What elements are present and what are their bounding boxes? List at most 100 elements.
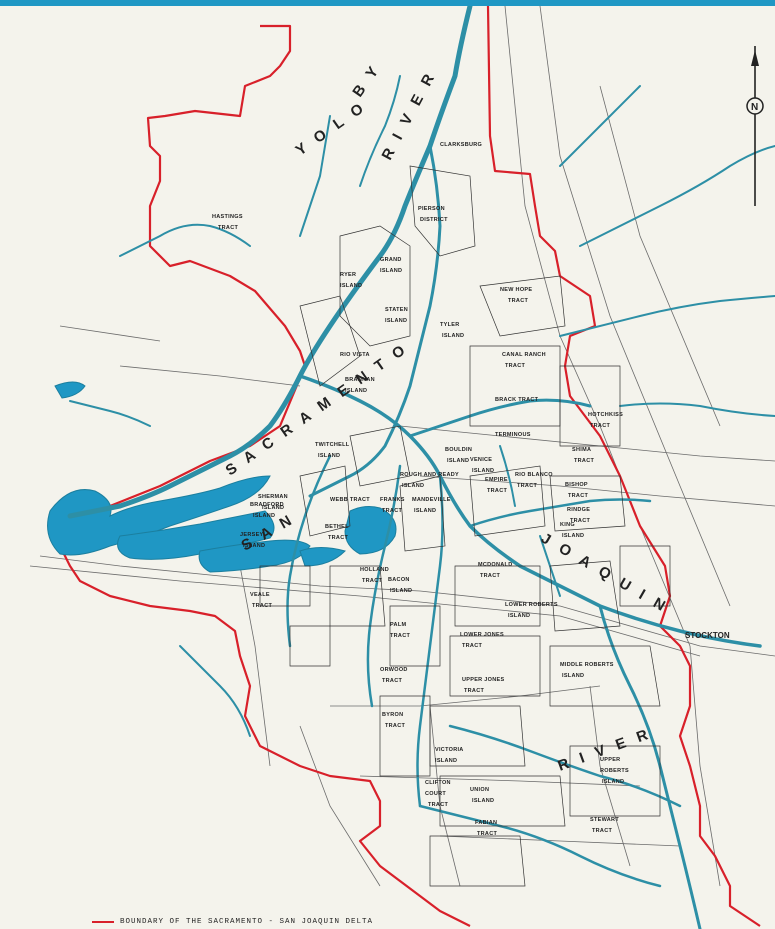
tract-label-11: ISLAND [385, 318, 407, 324]
tract-label-85: ISLAND [402, 483, 424, 489]
river-network [67, 6, 775, 929]
tract-label-68: VENICE [470, 457, 492, 463]
tract-label-14: BRANNAN [345, 377, 375, 383]
delta-map: Y O L O B Y R I V E R S A C R A M E N T … [0, 6, 775, 929]
tract-label-17: ISLAND [318, 453, 340, 459]
tract-label-58: TRACT [574, 458, 594, 464]
tract-label-60: TRACT [590, 423, 610, 429]
tract-label-88: TRACT [428, 802, 448, 808]
tract-outlines [259, 165, 671, 887]
tract-label-77: ISLAND [562, 533, 584, 539]
tract-label-28: ISLAND [390, 588, 412, 594]
delta-boundary [58, 6, 761, 927]
tract-label-32: TRACT [382, 678, 402, 684]
tract-label-24: TRACT [328, 535, 348, 541]
tract-label-62: TRACT [480, 573, 500, 579]
tract-label-66: BOULDIN [445, 447, 472, 453]
tract-label-70: FABIAN [475, 820, 497, 826]
tract-label-61: MCDONALD [478, 562, 512, 568]
tract-label-31: ORWOOD [380, 667, 408, 673]
tract-label-8: NEW HOPE [500, 287, 532, 293]
tract-label-75: TRACT [517, 483, 537, 489]
tract-label-55: TRACT [487, 488, 507, 494]
tract-label-63: CANAL RANCH [502, 352, 546, 358]
tract-label-25: HOLLAND [360, 567, 389, 573]
tract-label-42: ISLAND [472, 798, 494, 804]
tract-label-0: HASTINGS [212, 214, 243, 220]
tract-label-37: VICTORIA [435, 747, 464, 753]
tract-label-59: HOTCHKISS [588, 412, 623, 418]
tract-label-44: ROBERTS [600, 768, 629, 774]
tract-label-19: ISLAND [262, 505, 284, 511]
tract-label-10: STATEN [385, 307, 408, 313]
tract-label-7: DISTRICT [420, 217, 448, 223]
map-legend: BOUNDARY OF THE SACRAMENTO - SAN JOAQUIN… [92, 918, 373, 926]
tract-label-91: CLARKSBURG [440, 142, 482, 148]
tract-label-76: KING [560, 522, 575, 528]
tract-label-12: TYLER [440, 322, 460, 328]
tract-label-73: TRACT [592, 828, 612, 834]
tract-label-53: ISLAND [414, 508, 436, 514]
tract-label-51: TRACT [568, 493, 588, 499]
tract-label-84: ROUGH AND READY [400, 472, 459, 478]
tract-label-1: TRACT [218, 225, 238, 231]
tract-label-35: UPPER JONES [462, 677, 504, 683]
land-background [0, 6, 775, 929]
tract-label-22: TRACT [382, 508, 402, 514]
tract-label-13: ISLAND [442, 333, 464, 339]
tract-label-18: SHERMAN [258, 494, 288, 500]
city-stockton: STOCKTON [685, 631, 730, 640]
tract-label-83: ISLAND [253, 513, 275, 519]
tract-label-21: FRANKS [380, 497, 405, 503]
tract-label-79: ISLAND [243, 543, 265, 549]
tract-label-65: BRACK TRACT [495, 397, 539, 403]
tract-label-41: UNION [470, 787, 489, 793]
tract-label-74: RIO BLANCO [515, 472, 553, 478]
tract-label-50: BISHOP [565, 482, 588, 488]
tract-label-72: STEWART [590, 817, 619, 823]
tract-label-57: SHIMA [572, 447, 591, 453]
tract-label-3: ISLAND [340, 283, 362, 289]
boundary-legend-line [92, 921, 114, 923]
tract-label-45: ISLAND [602, 779, 624, 785]
tract-label-90: ISLAND [562, 673, 584, 679]
tract-label-6: PIERSON [418, 206, 445, 212]
tract-label-67: ISLAND [447, 458, 469, 464]
tract-label-82: BRADFORD [250, 502, 284, 508]
tract-label-15: ISLAND [345, 388, 367, 394]
tract-label-69: ISLAND [472, 468, 494, 474]
tract-label-4: GRAND [380, 257, 402, 263]
tract-label-78: JERSEY [240, 532, 264, 538]
tract-label-29: PALM [390, 622, 406, 628]
tract-label-87: COURT [425, 791, 446, 797]
water-bodies [47, 381, 397, 573]
tract-label-23: BETHEL [325, 524, 349, 530]
tract-label-46: LOWER ROBERTS [505, 602, 558, 608]
tract-label-71: TRACT [477, 831, 497, 837]
tract-label-92: RIO VISTA [340, 352, 370, 358]
tract-label-52: MANDEVILLE [412, 497, 451, 503]
tract-label-86: CLIFTON [425, 780, 451, 786]
tract-label-34: TRACT [462, 643, 482, 649]
tract-label-30: TRACT [390, 633, 410, 639]
tract-label-16: TWITCHELL [315, 442, 350, 448]
tract-label-80: VEALE [250, 592, 270, 598]
tract-labels: HASTINGSTRACTRYERISLANDGRANDISLANDPIERSO… [212, 142, 629, 837]
tract-label-9: TRACT [508, 298, 528, 304]
tract-label-33: LOWER JONES [460, 632, 504, 638]
tract-label-27: BACON [388, 577, 410, 583]
tract-label-43: UPPER [600, 757, 620, 763]
north-arrow-icon: N [746, 46, 764, 206]
tract-label-26: TRACT [362, 578, 382, 584]
north-arrow-letter: N [751, 102, 758, 113]
tract-label-5: ISLAND [380, 268, 402, 274]
tract-label-36: TRACT [464, 688, 484, 694]
tract-label-54: EMPIRE [485, 477, 508, 483]
tract-label-47: ISLAND [508, 613, 530, 619]
tract-label-20: WEBB TRACT [330, 497, 370, 503]
tract-label-40: TRACT [385, 723, 405, 729]
tract-label-64: TRACT [505, 363, 525, 369]
tract-label-56: TERMINOUS [495, 432, 531, 438]
tract-label-39: BYRON [382, 712, 403, 718]
tract-label-89: MIDDLE ROBERTS [560, 662, 614, 668]
